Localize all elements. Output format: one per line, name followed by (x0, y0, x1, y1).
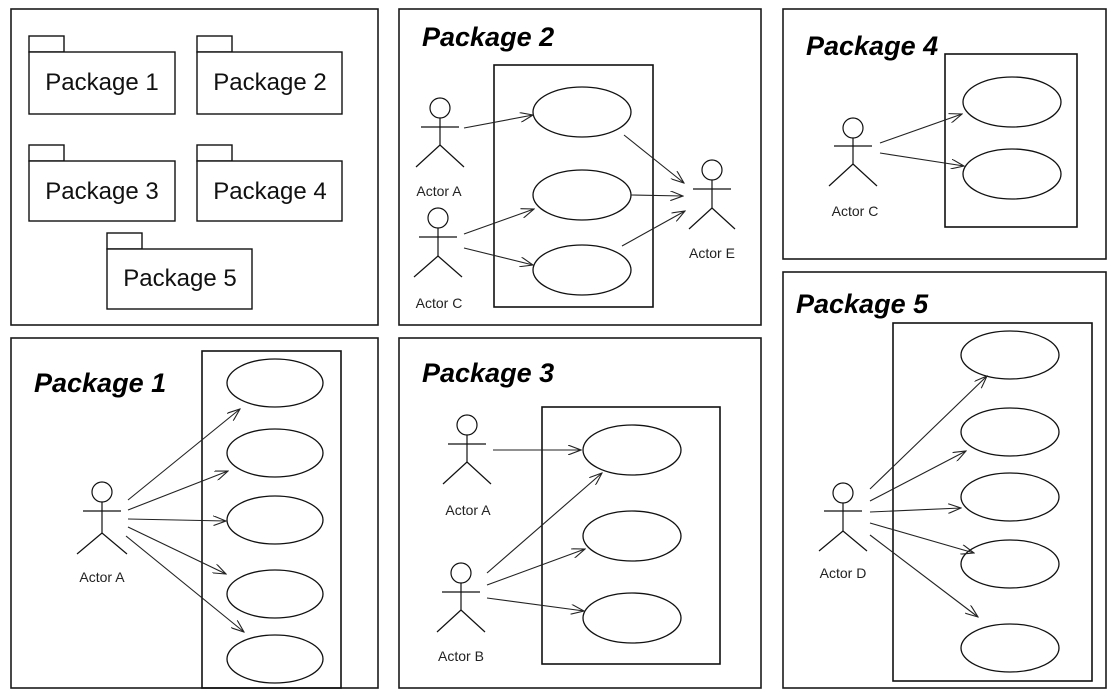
actor-stick-figure[interactable] (828, 117, 878, 187)
actor-stick-figure[interactable] (688, 159, 736, 230)
actor-stick-figure[interactable] (436, 562, 486, 633)
use-case-ellipse[interactable] (960, 407, 1060, 457)
package2-diagram: Package 2 Actor A Actor C (398, 8, 762, 326)
package5-diagram: Package 5 Actor D (782, 271, 1107, 689)
actor-label: Actor D (820, 565, 867, 581)
package-folder-label-5: Package 5 (123, 265, 236, 292)
use-case-ellipse[interactable] (582, 510, 682, 562)
package1-title: Package 1 (34, 368, 166, 398)
package1-diagram: Package 1 Actor A (10, 337, 379, 689)
actor-stick-figure[interactable] (442, 414, 492, 485)
use-case-ellipse[interactable] (226, 634, 324, 684)
package3-system-boundary (541, 406, 721, 665)
package-folder-5[interactable]: Package 5 (106, 232, 253, 310)
package-folder-label-2: Package 2 (213, 69, 326, 96)
package3-diagram: Package 3 Actor A Actor B (398, 337, 762, 689)
package3-associations (486, 450, 602, 611)
actor-label: Actor B (438, 648, 484, 664)
use-case-ellipse[interactable] (532, 169, 632, 221)
use-case-ellipse[interactable] (532, 244, 632, 296)
use-case-ellipse[interactable] (960, 539, 1060, 589)
use-case-ellipse[interactable] (226, 428, 324, 478)
use-case-ellipse[interactable] (582, 592, 682, 644)
package2-title: Package 2 (422, 22, 554, 52)
actor-label: Actor A (416, 183, 462, 199)
package1-system-boundary (201, 350, 342, 689)
package5-title: Package 5 (796, 289, 929, 319)
actor-stick-figure[interactable] (76, 481, 128, 555)
package4-system-boundary (944, 53, 1078, 228)
package4-title: Package 4 (806, 31, 938, 61)
package4-use-cases (962, 76, 1062, 200)
package-folder-4[interactable]: Package 4 (196, 144, 343, 222)
package-folder-label-1: Package 1 (45, 69, 158, 96)
package3-title: Package 3 (422, 358, 554, 388)
package5-associations (869, 376, 987, 617)
package-folder-label-4: Package 4 (213, 178, 326, 205)
actor-label: Actor C (832, 203, 879, 219)
use-case-ellipse[interactable] (960, 623, 1060, 673)
actor-stick-figure[interactable] (415, 97, 465, 168)
actor-label: Actor C (416, 295, 463, 311)
use-case-ellipse[interactable] (960, 330, 1060, 380)
package4-diagram: Package 4 Actor C (782, 8, 1107, 260)
use-case-ellipse[interactable] (582, 424, 682, 476)
use-case-ellipse[interactable] (960, 472, 1060, 522)
actor-label: Actor A (445, 502, 491, 518)
package1-use-cases (226, 358, 324, 684)
use-case-ellipse[interactable] (226, 495, 324, 545)
package-folder-2[interactable]: Package 2 (196, 35, 343, 115)
use-case-ellipse[interactable] (962, 76, 1062, 128)
overview-panel: Package 1 Package 2 Package 3 Package 4 … (10, 8, 379, 326)
use-case-ellipse[interactable] (532, 86, 632, 138)
actor-stick-figure[interactable] (413, 207, 463, 278)
use-case-ellipse[interactable] (962, 148, 1062, 200)
package5-system-boundary (892, 322, 1093, 682)
package3-use-cases (582, 424, 682, 644)
actor-label: Actor A (79, 569, 125, 585)
package2-associations (463, 115, 685, 265)
package2-system-boundary (493, 64, 654, 308)
package-folder-1[interactable]: Package 1 (28, 35, 176, 115)
package-folder-label-3: Package 3 (45, 178, 158, 205)
package4-associations (879, 114, 964, 166)
use-case-ellipse[interactable] (226, 569, 324, 619)
actor-stick-figure[interactable] (818, 482, 868, 552)
use-case-ellipse[interactable] (226, 358, 324, 408)
actor-label: Actor E (689, 245, 735, 261)
package1-associations (125, 409, 244, 632)
package2-use-cases (532, 86, 632, 296)
package5-use-cases (960, 330, 1060, 673)
package-folder-3[interactable]: Package 3 (28, 144, 176, 222)
